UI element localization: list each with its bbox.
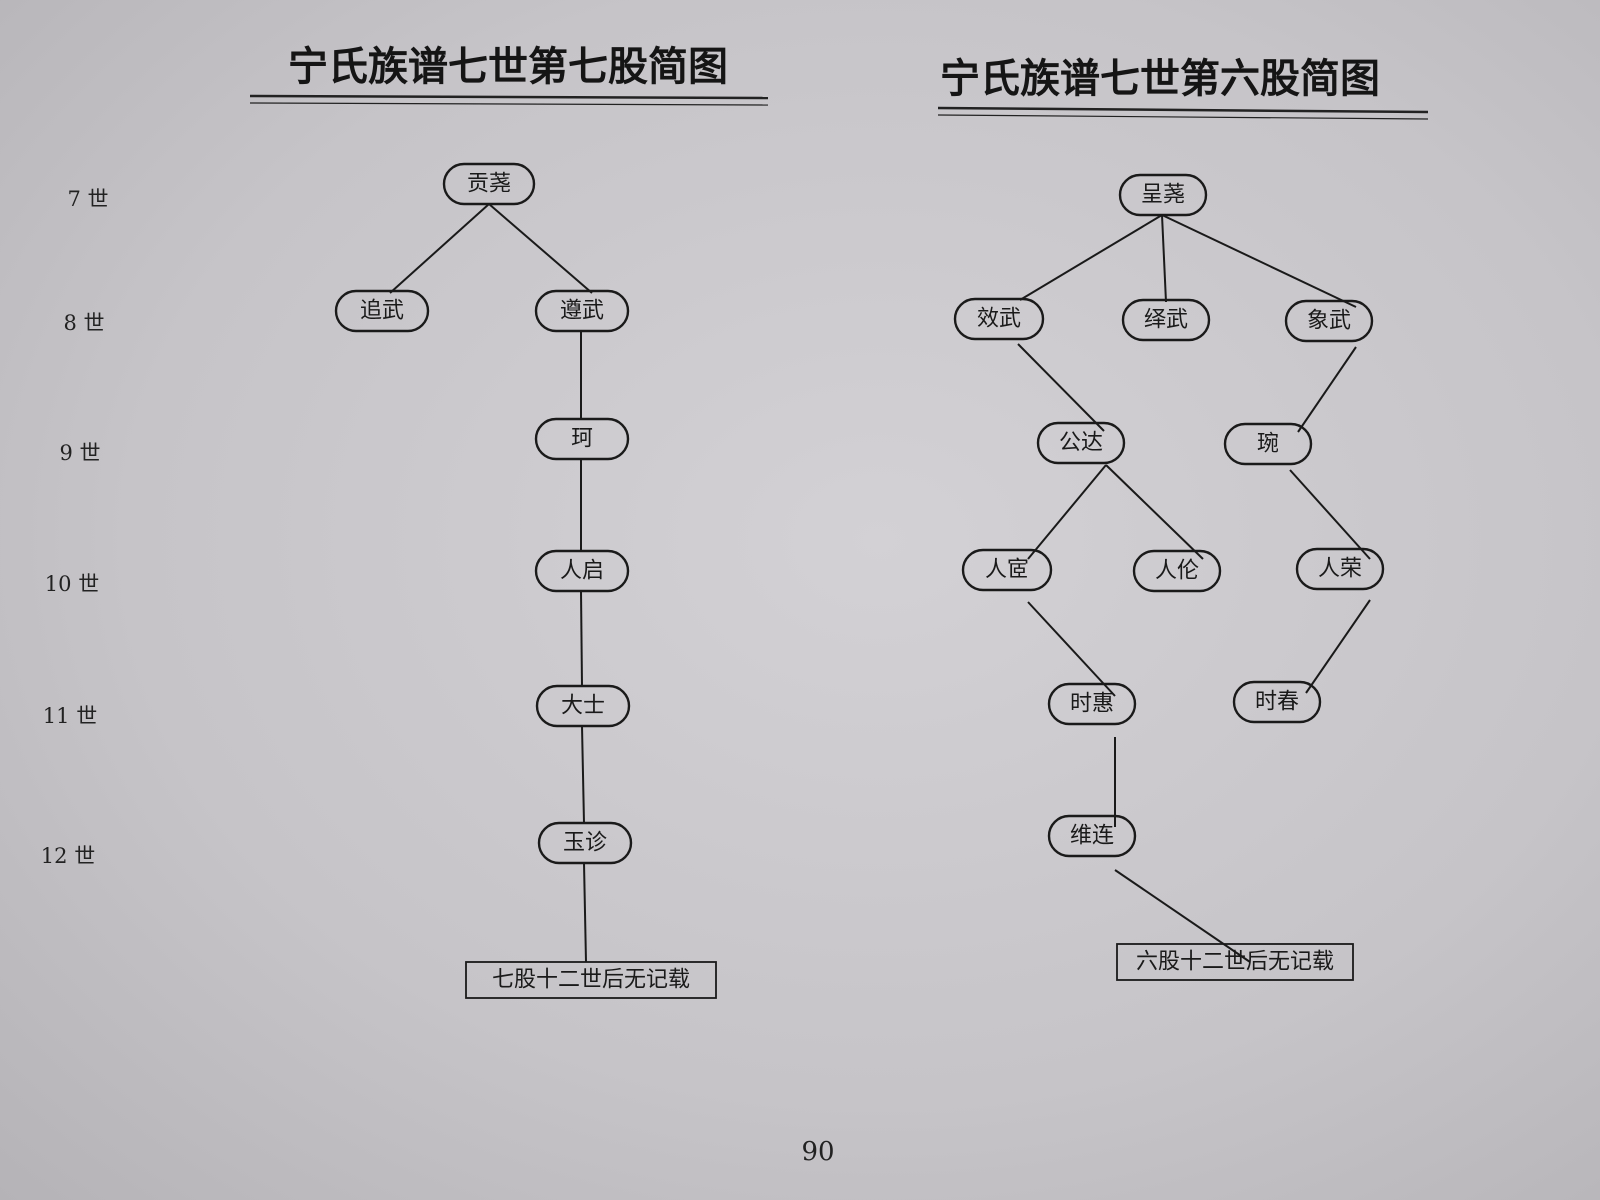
left-title-underline	[249, 94, 769, 100]
svg-text:珂: 珂	[571, 427, 593, 452]
right-chart-title: 宁氏族谱七世第六股简图	[940, 55, 1380, 102]
person-node-renrong: 人荣	[1295, 547, 1385, 591]
svg-text:七股十二世后无记载: 七股十二世后无记载	[492, 968, 690, 993]
generation-label-11: 11 世	[43, 704, 97, 728]
person-node-dashi: 大士	[535, 684, 631, 728]
person-node-xiangwu: 象武	[1284, 299, 1374, 343]
svg-text:时春: 时春	[1255, 690, 1299, 715]
person-node-renqi: 人启	[534, 549, 630, 593]
svg-text:琬: 琬	[1257, 432, 1279, 457]
svg-text:追武: 追武	[360, 299, 404, 324]
svg-text:象武: 象武	[1307, 309, 1351, 334]
person-node-zunwu: 遵武	[534, 289, 630, 333]
generation-label-9: 9 世	[59, 441, 100, 465]
svg-text:人启: 人启	[560, 559, 604, 584]
person-node-yuzhen: 玉诊	[537, 821, 633, 865]
right-title-underline-thin	[937, 114, 1429, 120]
svg-text:大士: 大士	[561, 694, 605, 719]
svg-text:玉诊: 玉诊	[563, 831, 607, 856]
svg-text:六股十二世后无记载: 六股十二世后无记载	[1136, 950, 1334, 975]
svg-text:人荣: 人荣	[1318, 557, 1362, 582]
svg-text:贡荛: 贡荛	[467, 172, 511, 197]
person-node-gongrao: 贡荛	[442, 162, 536, 206]
svg-text:维连: 维连	[1070, 824, 1114, 849]
right-tree-edges	[1017, 214, 1371, 963]
person-node-weilian: 维连	[1047, 814, 1137, 858]
person-node-ke: 珂	[534, 417, 630, 461]
person-node-xiaowu: 效武	[953, 297, 1045, 341]
person-node-shichun: 时春	[1232, 680, 1322, 724]
person-node-shihui: 时惠	[1047, 682, 1137, 726]
svg-text:公达: 公达	[1059, 431, 1103, 456]
svg-text:人伦: 人伦	[1155, 559, 1199, 584]
svg-text:效武: 效武	[977, 307, 1021, 332]
person-node-renlun: 人伦	[1132, 549, 1222, 593]
person-node-renyi: 人宧	[961, 548, 1053, 592]
svg-text:时惠: 时惠	[1070, 692, 1114, 717]
person-node-wan: 琬	[1223, 422, 1313, 466]
person-node-gongda: 公达	[1036, 421, 1126, 465]
left-chart-title: 宁氏族谱七世第七股简图	[288, 43, 728, 90]
person-node-chengrao: 呈荛	[1118, 173, 1208, 217]
page-number: 90	[801, 1137, 834, 1167]
svg-text:呈荛: 呈荛	[1141, 183, 1185, 208]
svg-text:遵武: 遵武	[560, 299, 604, 324]
svg-text:人宧: 人宧	[985, 558, 1029, 583]
right-title-underline	[937, 106, 1429, 114]
generation-label-10: 10 世	[45, 572, 99, 596]
svg-text:绎武: 绎武	[1144, 308, 1188, 333]
person-node-zhuiwu: 追武	[334, 289, 430, 333]
right-end-note: 六股十二世后无记载	[1116, 943, 1354, 981]
generation-label-7: 7 世	[67, 187, 108, 211]
left-title-underline-thin	[249, 102, 769, 106]
person-node-yiwu: 绎武	[1121, 298, 1211, 342]
left-tree-edges	[389, 203, 593, 963]
generation-label-12: 12 世	[41, 844, 95, 868]
left-end-note: 七股十二世后无记载	[465, 961, 717, 999]
generation-label-8: 8 世	[63, 311, 104, 335]
